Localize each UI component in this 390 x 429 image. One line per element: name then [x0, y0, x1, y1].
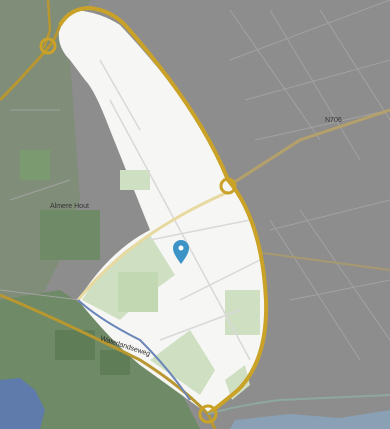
district-label: Almere Hout — [50, 203, 89, 210]
green-patches — [82, 170, 260, 400]
road-n706 — [229, 108, 390, 187]
canal — [77, 299, 191, 401]
map-pin-icon[interactable] — [173, 240, 189, 264]
junction-north — [39, 37, 57, 55]
inner-streets — [99, 59, 261, 361]
highway-north-west — [0, 24, 62, 102]
junction-south — [198, 404, 218, 424]
road-label-n706: N706 — [325, 117, 342, 124]
terrain-west — [0, 0, 200, 429]
road-east — [239, 249, 390, 271]
highway-north — [42, 0, 52, 49]
water-body-east — [230, 410, 390, 429]
diagonal-road — [76, 190, 229, 301]
water-body — [0, 378, 45, 429]
highway-south — [0, 293, 217, 429]
road-grid — [0, 0, 390, 361]
junction-east — [219, 177, 237, 195]
